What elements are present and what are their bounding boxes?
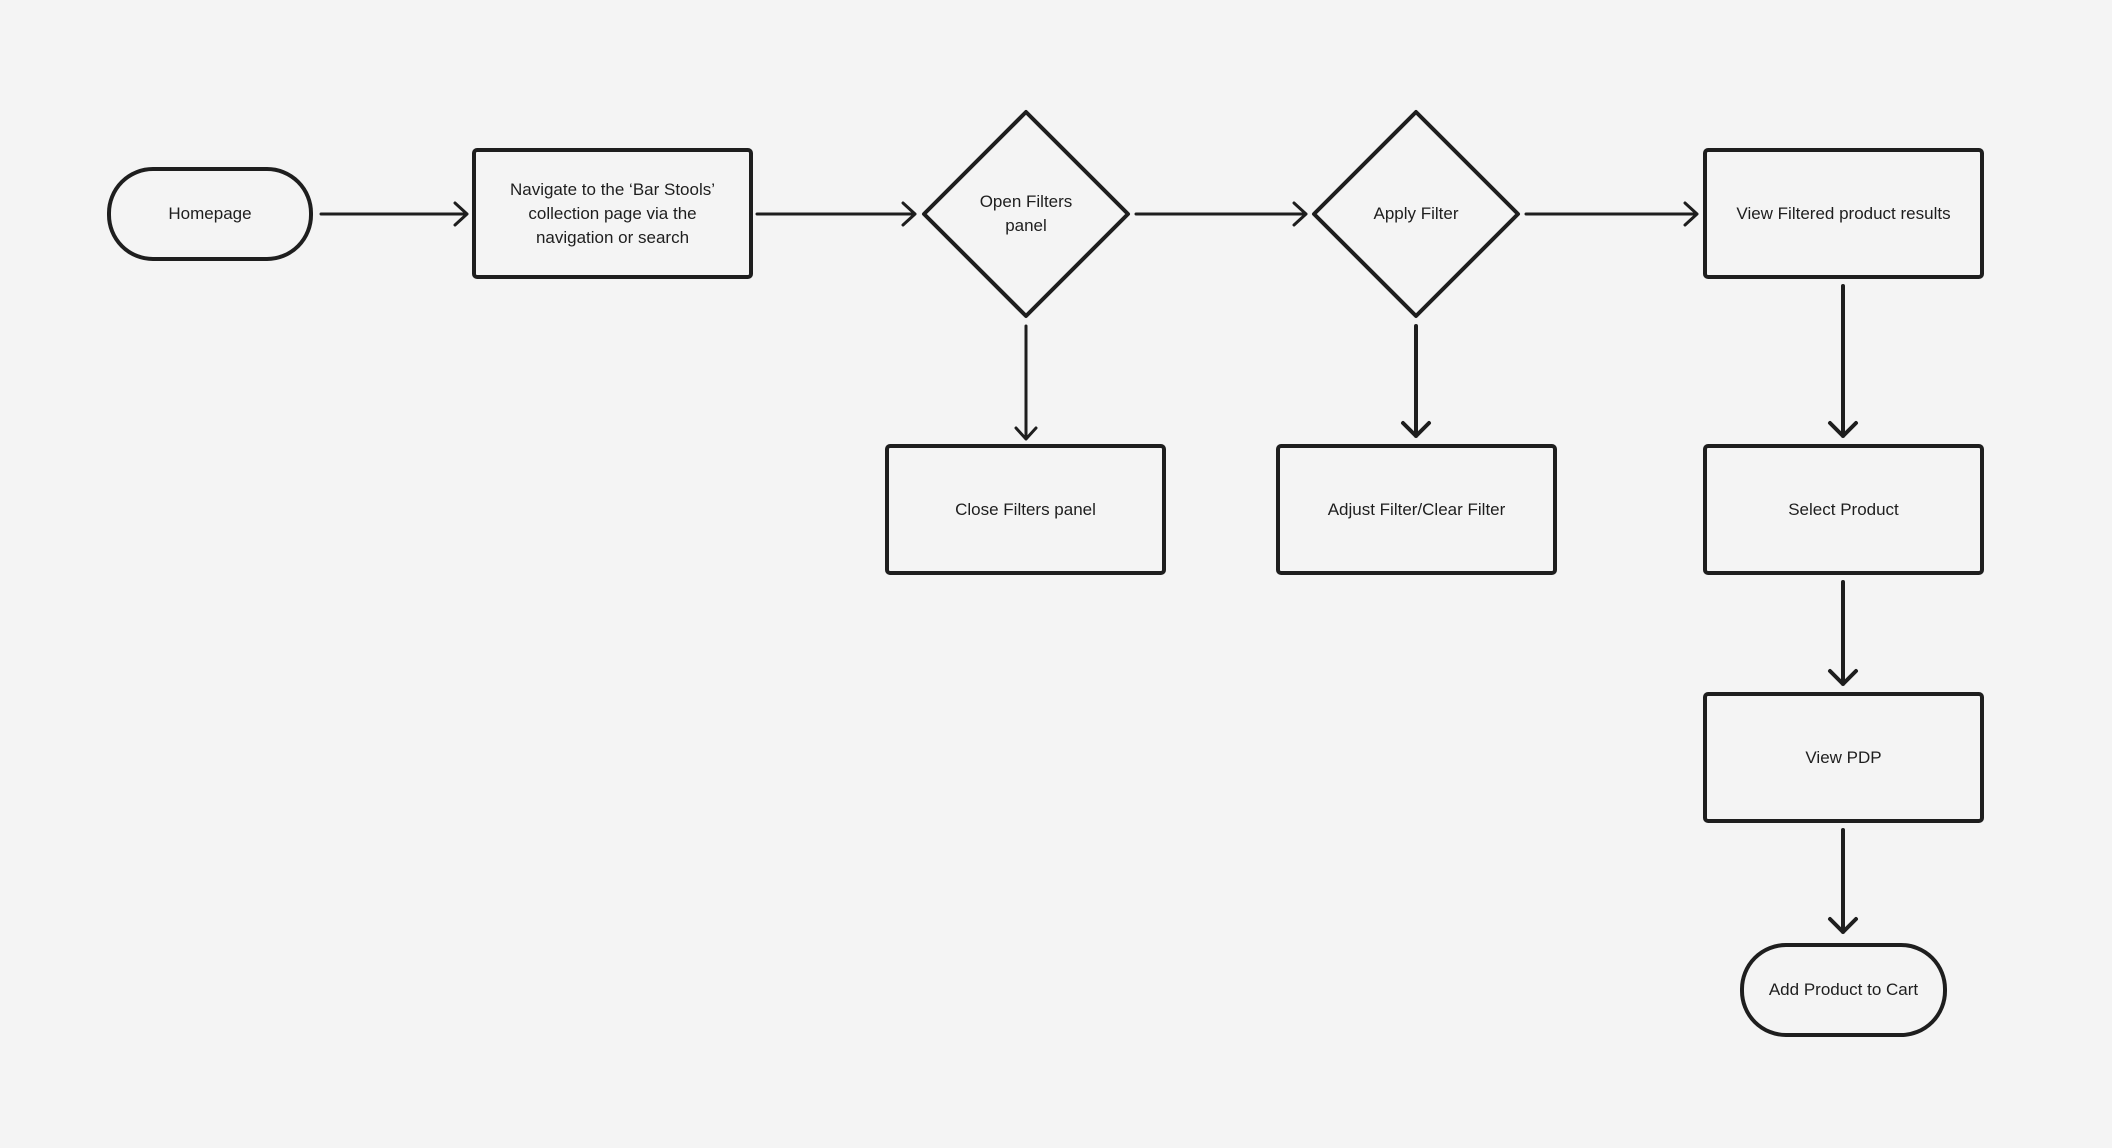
node-label: View PDP	[1805, 747, 1882, 767]
process-node-view-filtered: View Filtered product results	[1703, 148, 1984, 279]
node-label: Navigate to the ‘Bar Stools’ collection …	[509, 179, 716, 247]
process-node-close-filters: Close Filters panel	[885, 444, 1166, 575]
node-label: Close Filters panel	[955, 499, 1096, 519]
terminal-node-homepage: Homepage	[107, 167, 313, 261]
decision-diamond-open-filters	[922, 110, 1130, 318]
node-label: Select Product	[1788, 499, 1899, 519]
process-node-navigate: Navigate to the ‘Bar Stools’ collection …	[472, 148, 753, 279]
process-node-adjust-filter: Adjust Filter/Clear Filter	[1276, 444, 1557, 575]
arrow-homepage-to-navigate	[319, 201, 469, 227]
node-label: Add Product to Cart	[1768, 980, 1919, 999]
process-node-view-pdp: View PDP	[1703, 692, 1984, 823]
arrow-view-pdp-to-add-to-cart	[1828, 828, 1858, 934]
arrow-view-filtered-to-select-product	[1828, 284, 1858, 438]
node-label: Adjust Filter/Clear Filter	[1327, 499, 1506, 519]
node-label: View Filtered product results	[1736, 203, 1951, 223]
arrow-select-product-to-view-pdp	[1828, 580, 1858, 686]
arrow-open-filters-to-close-filters	[1014, 324, 1038, 441]
decision-node-open-filters: Open Filters panel	[924, 112, 1128, 316]
node-label: Apply Filter	[1373, 204, 1459, 223]
arrow-open-filters-to-apply-filter	[1134, 201, 1308, 227]
decision-diamond-apply-filter	[1312, 110, 1520, 318]
arrow-navigate-to-open-filters	[755, 201, 917, 227]
node-label: Open Filters panel	[979, 192, 1073, 235]
node-label: Homepage	[168, 204, 252, 223]
arrow-apply-filter-to-adjust-filter	[1401, 324, 1431, 438]
arrow-apply-filter-to-view-filtered	[1524, 201, 1699, 227]
terminal-node-add-to-cart: Add Product to Cart	[1740, 943, 1947, 1037]
decision-node-apply-filter: Apply Filter	[1314, 112, 1518, 316]
process-node-select-product: Select Product	[1703, 444, 1984, 575]
